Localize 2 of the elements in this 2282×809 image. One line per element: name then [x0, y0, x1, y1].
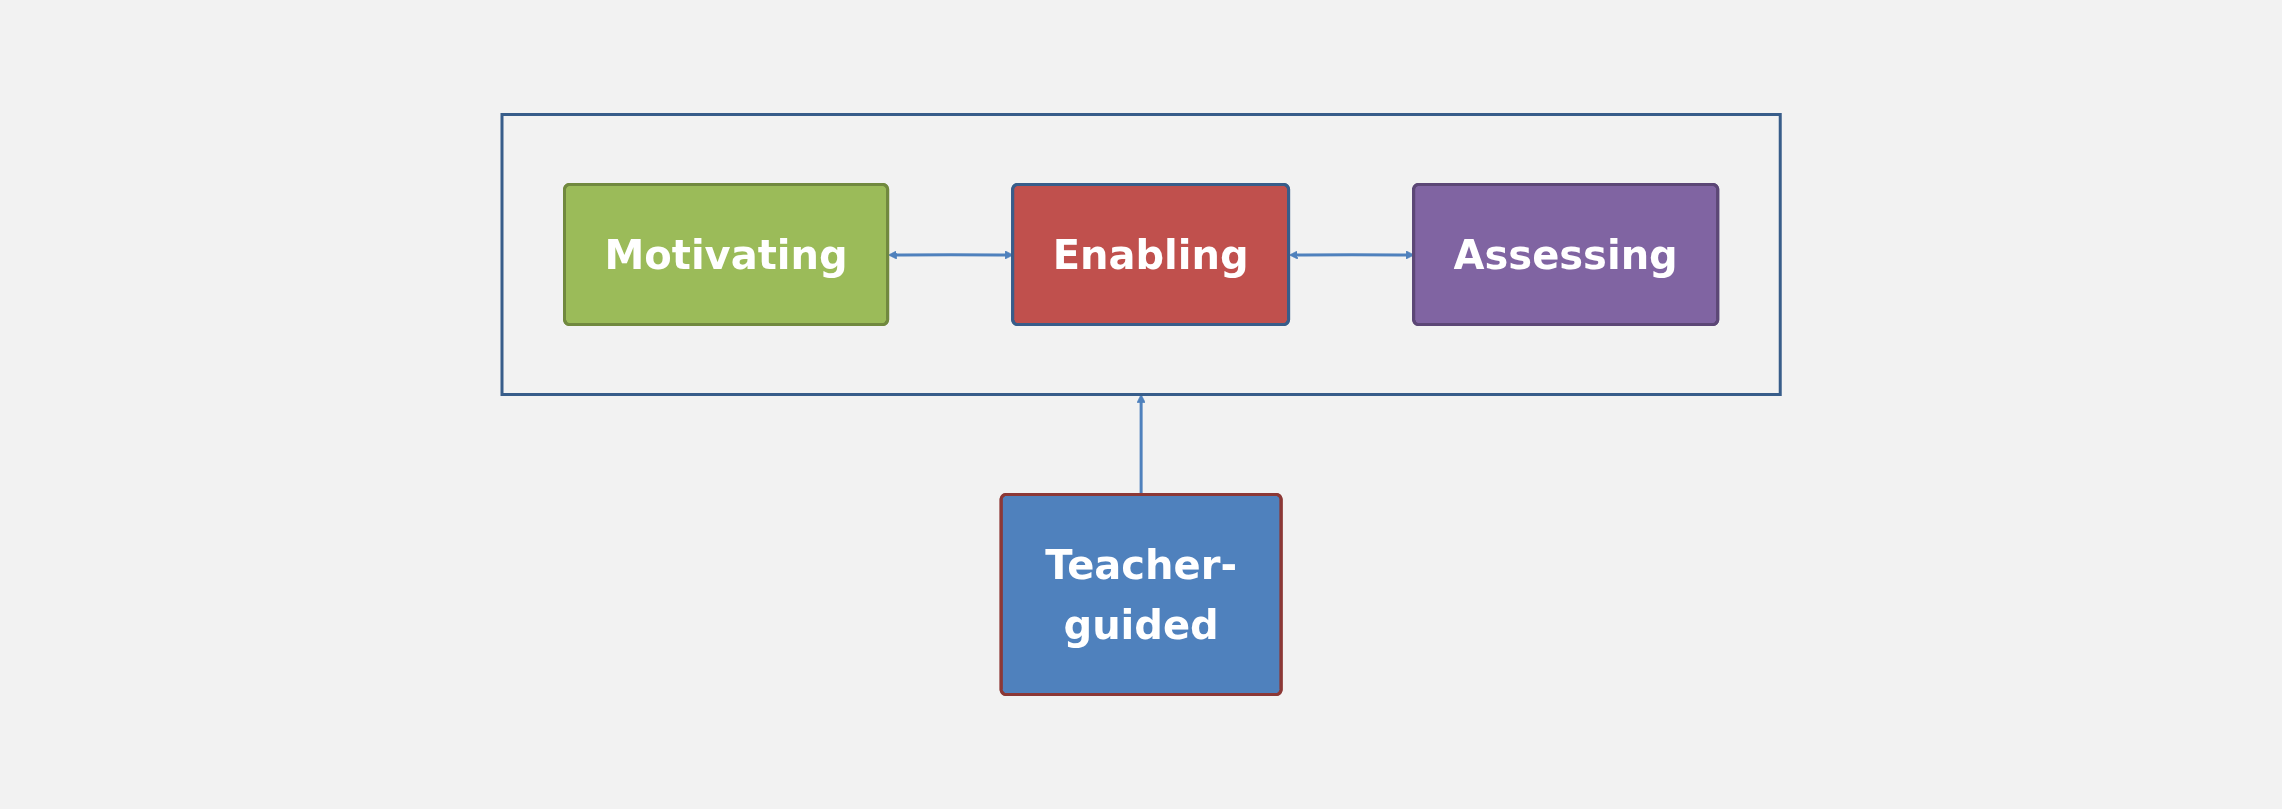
cluster: [500, 113, 1782, 396]
arrow: [1136, 394, 1146, 495]
